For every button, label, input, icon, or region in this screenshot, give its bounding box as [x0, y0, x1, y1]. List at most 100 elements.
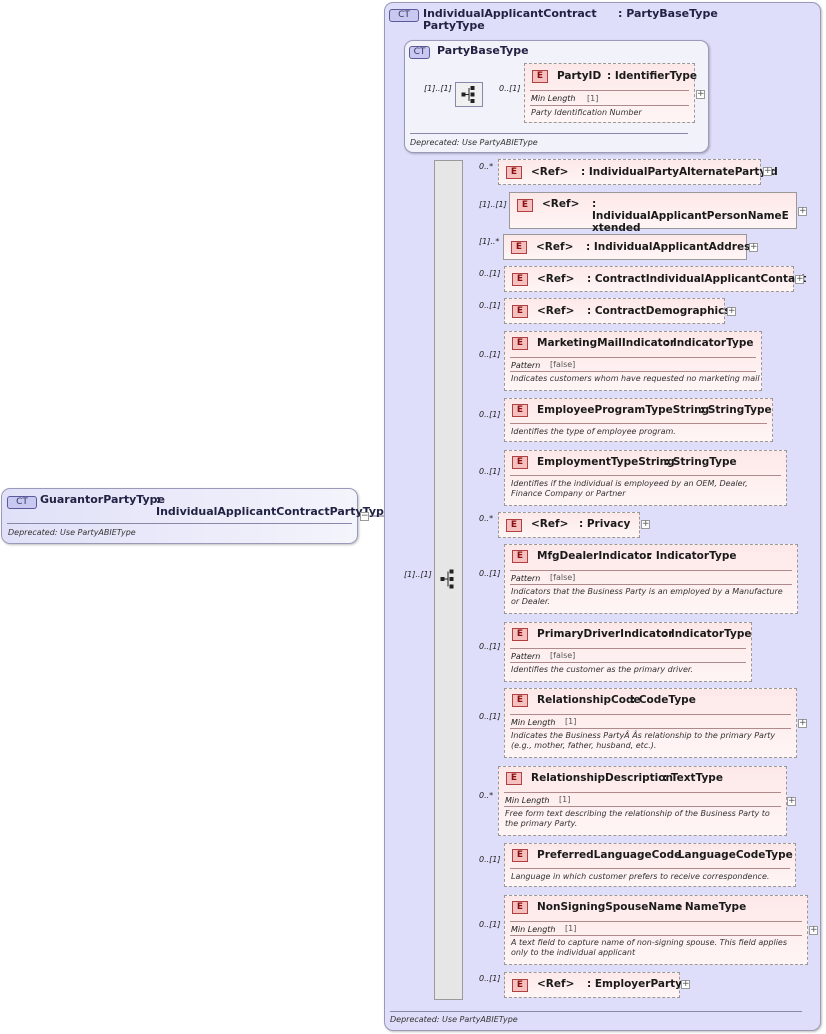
expand-toggle[interactable]: +	[681, 979, 690, 989]
sequence-icon[interactable]	[438, 568, 460, 590]
element-doc: Indicates customers whom have requested …	[511, 374, 760, 383]
root-deprecated-note: Deprecated: Use PartyABIEType	[8, 528, 136, 537]
base-deprecated-note: Deprecated: Use PartyABIEType	[410, 138, 538, 147]
element-facet-value: [1]	[559, 795, 571, 804]
element-separator	[510, 423, 767, 424]
element-facet-value: [1]	[565, 924, 577, 933]
element-icon: E	[512, 337, 528, 350]
expand-toggle[interactable]: +	[798, 718, 807, 728]
element-cardinality: 0..*	[479, 514, 494, 523]
element-separator	[510, 868, 790, 869]
element-relationship-description[interactable]: E RelationshipDescription : TextType Min…	[498, 766, 787, 836]
complex-type-icon: CT	[7, 496, 37, 509]
expand-toggle[interactable]: +	[696, 89, 705, 99]
element-employment-type-string[interactable]: E EmploymentTypeString : StringType Iden…	[504, 450, 787, 506]
sequence-compositor-icon[interactable]	[455, 82, 483, 107]
element-employee-program-type-string[interactable]: E EmployeeProgramTypeString : StringType…	[504, 398, 773, 442]
element-primary-driver-indicator[interactable]: E PrimaryDriverIndicator : IndicatorType…	[504, 622, 752, 682]
element-icon: E	[512, 628, 528, 641]
element-employer-party[interactable]: E <Ref> : EmployerParty	[504, 972, 682, 998]
element-individual-applicant-person-name-extended[interactable]: E <Ref> : IndividualApplicantPersonNameE…	[509, 192, 797, 234]
element-type: : IndividualApplicantPersonNameExtended	[592, 198, 789, 234]
element-type: : ContractDemographics	[587, 305, 731, 317]
element-name: <Ref>	[537, 305, 575, 317]
element-type: : IndividualPartyAlternatePartyId	[581, 166, 778, 178]
element-cardinality: 0..[1]	[479, 642, 501, 651]
element-separator	[510, 921, 802, 922]
element-icon: E	[512, 979, 528, 992]
element-type: : StringType	[700, 404, 772, 416]
element-relationship-code[interactable]: E RelationshipCode : CodeType Min Length…	[504, 688, 797, 758]
element-individual-applicant-address[interactable]: E <Ref> : IndividualApplicantAddress	[503, 234, 757, 260]
element-separator	[530, 105, 689, 106]
element-mfg-dealer-indicator[interactable]: E MfgDealerIndicator : IndicatorType Pat…	[504, 544, 798, 614]
party-id-name: PartyID	[557, 70, 602, 82]
element-separator	[510, 584, 792, 585]
party-id-facet: Min Length	[531, 94, 576, 103]
element-cardinality: 0..[1]	[479, 269, 501, 278]
element-type: : NameType	[677, 901, 747, 913]
element-icon: E	[512, 404, 528, 417]
root-separator	[7, 523, 352, 524]
expand-toggle[interactable]: +	[795, 274, 804, 284]
element-type: : IndicatorType	[648, 550, 737, 562]
expand-toggle[interactable]: +	[641, 519, 650, 529]
element-contract-demographics[interactable]: E <Ref> : ContractDemographics	[504, 298, 731, 324]
element-icon: E	[512, 456, 528, 469]
element-icon: E	[512, 305, 528, 318]
element-icon: E	[517, 199, 533, 212]
element-type: : CodeType	[631, 694, 696, 706]
element-icon: E	[512, 550, 528, 563]
base-sequence-cardinality: [1]..[1]	[424, 84, 452, 93]
expand-toggle[interactable]: +	[809, 925, 818, 935]
expand-toggle[interactable]: +	[749, 242, 758, 252]
element-marketing-mail-indicator[interactable]: E MarketingMailIndicator : IndicatorType…	[504, 331, 762, 391]
element-facet: Pattern	[511, 574, 541, 583]
element-icon: E	[506, 519, 522, 532]
element-type: : EmployerParty	[587, 978, 682, 990]
expand-toggle[interactable]: +	[727, 306, 736, 316]
element-cardinality: [1]..*	[479, 237, 500, 246]
element-privacy[interactable]: E <Ref> : Privacy	[498, 512, 640, 538]
element-separator	[510, 475, 781, 476]
element-type: : ContractIndividualApplicantContact	[587, 273, 807, 285]
outer-separator	[390, 1011, 802, 1012]
element-doc: Identifies if the individual is employee…	[511, 479, 748, 498]
element-doc: A text field to capture name of non-sign…	[511, 938, 787, 957]
element-type: : IndividualApplicantAddress	[586, 241, 757, 253]
expand-toggle[interactable]: +	[787, 796, 796, 806]
expand-toggle[interactable]: +	[763, 166, 772, 176]
element-name: <Ref>	[536, 241, 574, 253]
element-preferred-language-code[interactable]: E PreferredLanguageCode : LanguageCodeTy…	[504, 843, 796, 887]
element-name: PrimaryDriverIndicator	[537, 628, 674, 640]
element-facet: Pattern	[511, 361, 541, 370]
element-name: RelationshipCode	[537, 694, 641, 706]
element-cardinality: 0..[1]	[479, 301, 501, 310]
expand-toggle[interactable]: −	[360, 511, 369, 521]
complex-type-icon: CT	[389, 9, 419, 22]
element-separator	[504, 806, 781, 807]
guarantor-party-type-box[interactable]: CT GuarantorPartyType : IndividualApplic…	[1, 488, 391, 544]
element-name: EmployeeProgramTypeString	[537, 404, 710, 416]
element-icon: E	[511, 241, 527, 254]
element-individual-party-alternate-party-id[interactable]: E <Ref> : IndividualPartyAlternatePartyI…	[498, 159, 778, 185]
party-id-doc: Party Identification Number	[531, 108, 642, 117]
element-type: : IndicatorType	[665, 337, 754, 349]
element-icon: E	[512, 273, 528, 286]
element-name: EmploymentTypeString	[537, 456, 675, 468]
expand-toggle[interactable]: +	[798, 206, 807, 216]
party-id-element[interactable]: E PartyID : IdentifierType Min Length [1…	[524, 63, 697, 123]
element-non-signing-spouse-name[interactable]: E NonSigningSpouseName : NameType Min Le…	[504, 895, 808, 965]
element-facet: Min Length	[511, 718, 556, 727]
element-separator	[510, 648, 746, 649]
element-cardinality: 0..[1]	[479, 410, 501, 419]
element-cardinality: 0..*	[479, 162, 494, 171]
element-cardinality: 0..[1]	[479, 855, 501, 864]
element-contract-individual-applicant-contact[interactable]: E <Ref> : ContractIndividualApplicantCon…	[504, 266, 806, 292]
element-type: : LanguageCodeType	[670, 849, 793, 861]
element-cardinality: 0..[1]	[479, 350, 501, 359]
element-name: <Ref>	[542, 198, 580, 210]
element-icon: E	[506, 772, 522, 785]
element-cardinality: 0..[1]	[479, 467, 501, 476]
element-icon: E	[512, 849, 528, 862]
